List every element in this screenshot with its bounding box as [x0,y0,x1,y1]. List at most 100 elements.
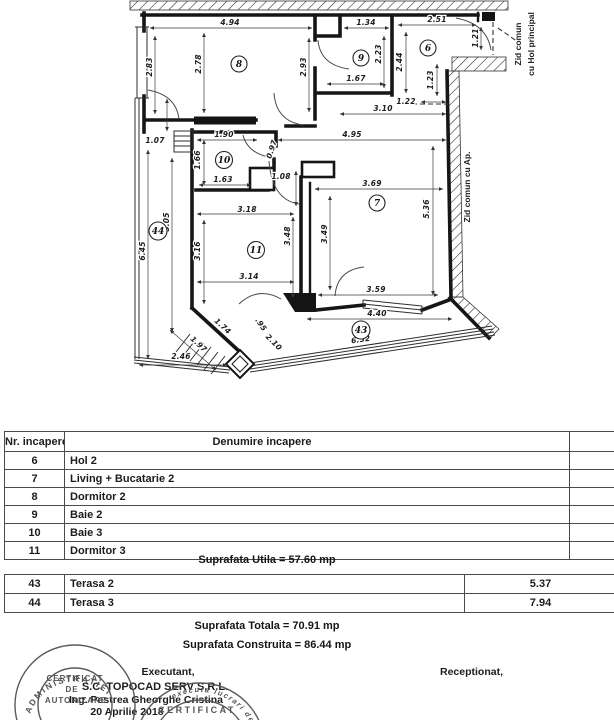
dim-label: 2.44 [395,52,404,71]
header-area: Suprafata utila (mp) [569,431,614,452]
dim-label: 2.23 [374,44,383,63]
stamp-line: AUTORIZARE [45,696,107,705]
terrace-railings [133,98,496,374]
dim-label: 1.34 [356,18,375,27]
stamps-overlay: ADMINISTRATIEI CERTIFICAT DE AUTORIZARE … [0,630,262,720]
window-left [135,26,149,99]
table-header-row: Nr. incapere Denumire incapere Suprafata… [4,431,614,452]
room-number: 8 [236,60,243,70]
executant-label: Executant, [141,666,195,678]
cell-area: 7.94 [464,593,614,613]
rooms-table: Nr. incapere Denumire incapere Suprafata… [4,431,614,560]
room-number: 44 [152,227,165,237]
table-row: 44 Terasa 3 7.94 [4,593,614,613]
dim-label: 2.10 [264,332,284,352]
stamp-line: DE [65,685,78,694]
cell-name: Terasa 2 [64,574,465,594]
dim-label: 3.48 [283,226,292,245]
header-nr: Nr. incapere [4,431,65,452]
cell-nr: 9 [4,505,65,524]
radiator-symbol [173,130,194,153]
dim-label: 1.08 [271,172,290,181]
dim-label: 5.05 [162,212,171,231]
dim-label: 1.66 [193,150,202,169]
dim-label: 3.14 [239,272,258,281]
room-number: 6 [425,44,432,54]
left-stamp: ADMINISTRATIEI CERTIFICAT DE AUTORIZARE [14,644,136,720]
dim-label: 1.07 [145,136,165,145]
floor-plan-drawing: 4.94 2.83 2.78 1.34 2.93 2.23 1.67 2.51 … [129,0,536,380]
dim-label: 3.18 [237,205,256,214]
dim-label: 6.45 [138,241,147,260]
dim-label: 3.59 [366,285,385,294]
cell-nr: 44 [4,593,65,613]
dim-label: 4.95 [342,130,361,139]
table-row: 43 Terasa 2 5.37 [4,574,614,594]
table-row: 9 Baie 2 3.54 [4,505,614,524]
cell-nr: 8 [4,487,65,506]
cell-area: 12.05 [569,541,614,560]
room-number: 11 [250,246,263,256]
hatched-walls [129,0,509,341]
cell-name: Terasa 3 [64,593,465,613]
dim-label: 2.51 [427,15,446,24]
room-number: 10 [218,156,231,166]
dimension-lines [138,23,483,371]
entrance-stub [482,12,495,21]
cell-area: 3.06 [569,523,614,542]
terrace-table: 43 Terasa 2 5.37 44 Terasa 3 7.94 [4,574,614,613]
stamp-line: CERTIFICAT [158,705,236,715]
date-label: 20 Aprilie 2018 [90,706,164,718]
room-number: 7 [374,199,381,209]
cell-name: Hol 2 [64,451,570,470]
header-name: Denumire incapere [64,431,570,452]
cell-name: Living + Bucatarie 2 [64,469,570,488]
wall-block [194,116,256,125]
dim-label: 1.22 [396,97,415,106]
cell-nr: 10 [4,523,65,542]
receptionat-label: Receptionat, [440,666,504,678]
right-stamp: executa lucrari de cadastru CERTIFICAT [0,630,262,720]
cell-nr: 6 [4,451,65,470]
suprafata-totala-line: Suprafata Totala = 70.91 mp [194,620,340,632]
cell-name: Dormitor 2 [64,487,570,506]
room-number: 43 [355,326,368,336]
step-block [248,166,276,192]
cell-name: Baie 3 [64,523,570,542]
cell-area: 5.37 [464,574,614,594]
dim-label: 3.49 [320,224,329,243]
dim-label: .95 [253,316,268,333]
dim-label: 4.94 [220,18,239,27]
dim-label: 2.46 [171,352,190,361]
dim-label: 1.23 [426,70,435,89]
dim-label: 1.90 [214,130,233,139]
dim-label: 2.78 [194,54,203,73]
dashed-lines [396,22,519,105]
pillar [300,160,336,179]
dim-label: 2.93 [299,57,308,76]
table-row: 11 Dormitor 3 12.05 [4,541,614,560]
suprafata-utila-line: Suprafata Utila = 57.60 mp [198,554,336,566]
cell-nr: 7 [4,469,65,488]
table-row: 8 Dormitor 2 14.07 [4,487,614,506]
corner-column [224,348,256,380]
dim-label: 0.97 [264,138,279,160]
window-bottom [362,299,423,315]
dim-label: 1.74 [212,316,232,336]
wall-note-hol: Zid comun [513,23,523,66]
wall-note-ap: Zid comun cu Ap. [462,152,472,223]
dim-label: 1.63 [213,175,232,184]
dim-label: 3.10 [373,104,392,113]
cell-area: 14.07 [569,487,614,506]
cell-area: 20.28 [569,469,614,488]
table-row: 6 Hol 2 4.60 [4,451,614,470]
dim-label: 5.36 [422,199,431,218]
table-row: 10 Baie 3 3.06 [4,523,614,542]
stamp-line: CERTIFICAT [47,674,104,683]
walls-secondary [308,11,480,295]
wall-block-bottom [283,293,316,312]
dim-label: 3.16 [193,241,202,260]
cell-area: 3.54 [569,505,614,524]
cell-name: Baie 2 [64,505,570,524]
